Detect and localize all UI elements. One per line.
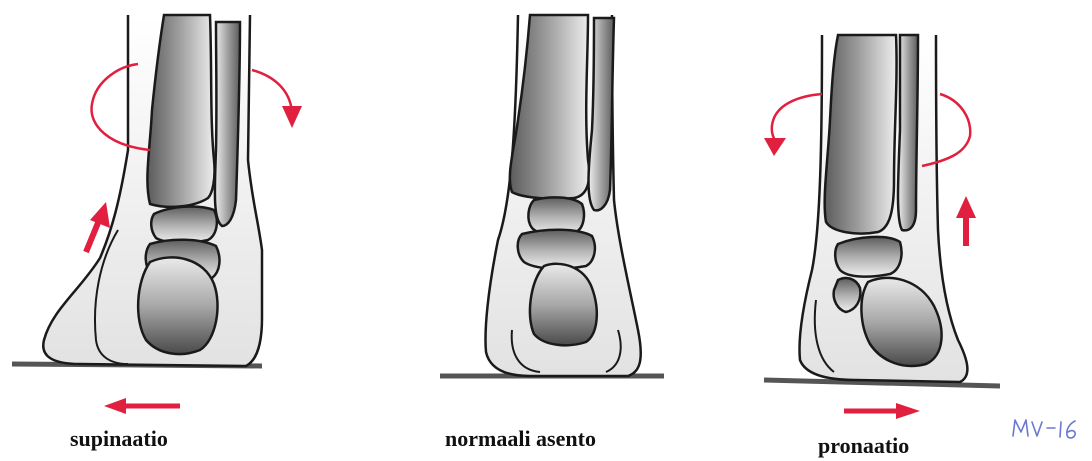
rotation-arrow bbox=[772, 94, 822, 142]
talus bbox=[151, 207, 217, 243]
calcaneus bbox=[138, 257, 217, 354]
left-arrowhead bbox=[104, 398, 126, 414]
label-normal: normaali asento bbox=[445, 426, 596, 452]
normal-panel bbox=[440, 15, 664, 376]
talus bbox=[835, 237, 901, 277]
signature bbox=[1010, 414, 1082, 444]
tibia bbox=[825, 35, 897, 234]
supination-panel bbox=[12, 15, 302, 414]
rotation-arrowhead bbox=[282, 106, 302, 128]
navicular bbox=[834, 278, 861, 312]
fibula bbox=[898, 35, 918, 230]
pronation-panel bbox=[764, 35, 1000, 419]
up-arrowhead bbox=[956, 196, 976, 218]
rotation-arrowhead bbox=[764, 138, 786, 156]
rotation-arrow-right bbox=[252, 70, 292, 112]
right-arrowhead bbox=[896, 403, 920, 419]
fibula bbox=[215, 22, 240, 226]
label-supination: supinaatio bbox=[70, 426, 168, 452]
label-pronation: pronaatio bbox=[818, 433, 909, 459]
